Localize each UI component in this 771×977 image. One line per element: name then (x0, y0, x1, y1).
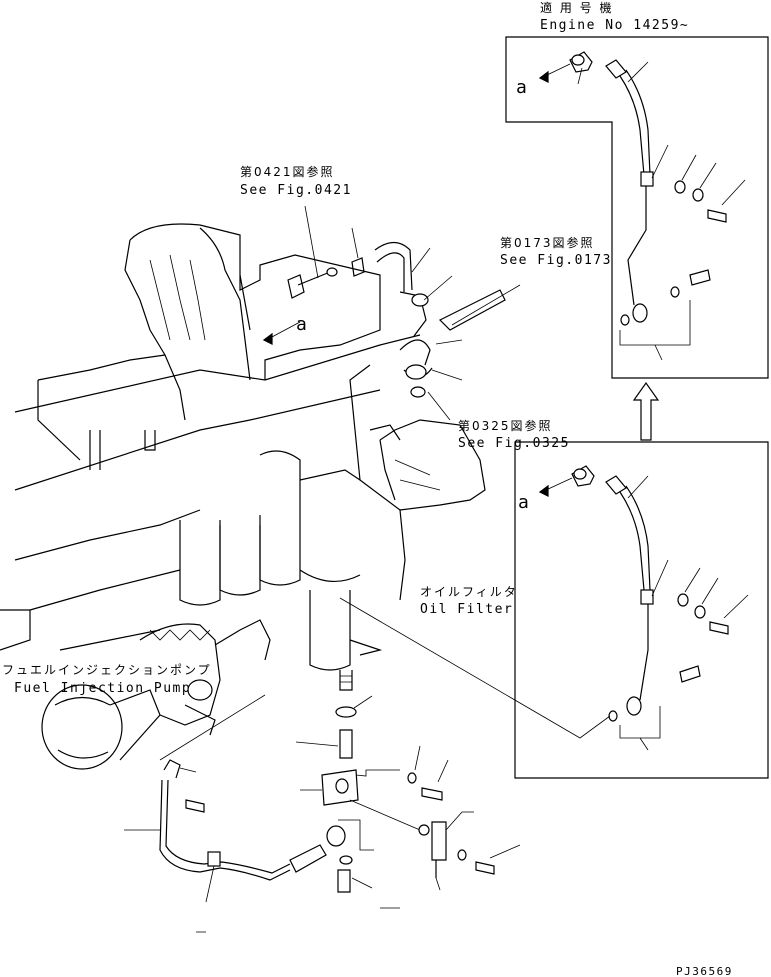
fuel-pump-label-en: Fuel Injection Pump (14, 681, 191, 696)
fuel-pump-label-jp: フュエルインジェクションポンプ (2, 663, 212, 677)
arrow-up-icon (632, 381, 660, 441)
engine-outline (0, 223, 486, 770)
upper-pipe-parts (262, 205, 521, 441)
fig0325-label-jp: 第0325図参照 (458, 418, 553, 433)
leader-pump (159, 694, 266, 761)
fig0325-label-en: See Fig.0325 (458, 436, 570, 451)
inset-box-top (505, 36, 769, 379)
ref-a-bottom: a (518, 492, 530, 513)
drawing-code: PJ36569 (676, 965, 733, 977)
fig0421-label-jp: 第0421図参照 (240, 164, 335, 179)
top-inset-parts (538, 51, 746, 361)
fig0173-label-en: See Fig.0173 (500, 253, 612, 268)
inset-box-bottom (514, 441, 769, 779)
bottom-inset-parts (339, 465, 749, 751)
ref-a-top: a (516, 77, 528, 98)
engine-number-label: Engine No 14259~ (540, 18, 689, 33)
ref-a-main: a (296, 314, 308, 335)
fig0173-label-jp: 第0173図参照 (500, 235, 595, 250)
fig0421-label-en: See Fig.0421 (240, 183, 352, 198)
oil-filter-label-jp: オイルフィルタ (420, 585, 518, 599)
oil-filter-label-en: Oil Filter (420, 602, 513, 617)
applicable-label-jp: 適 用 号 機 (540, 0, 613, 15)
lower-pipe-parts (124, 695, 521, 933)
